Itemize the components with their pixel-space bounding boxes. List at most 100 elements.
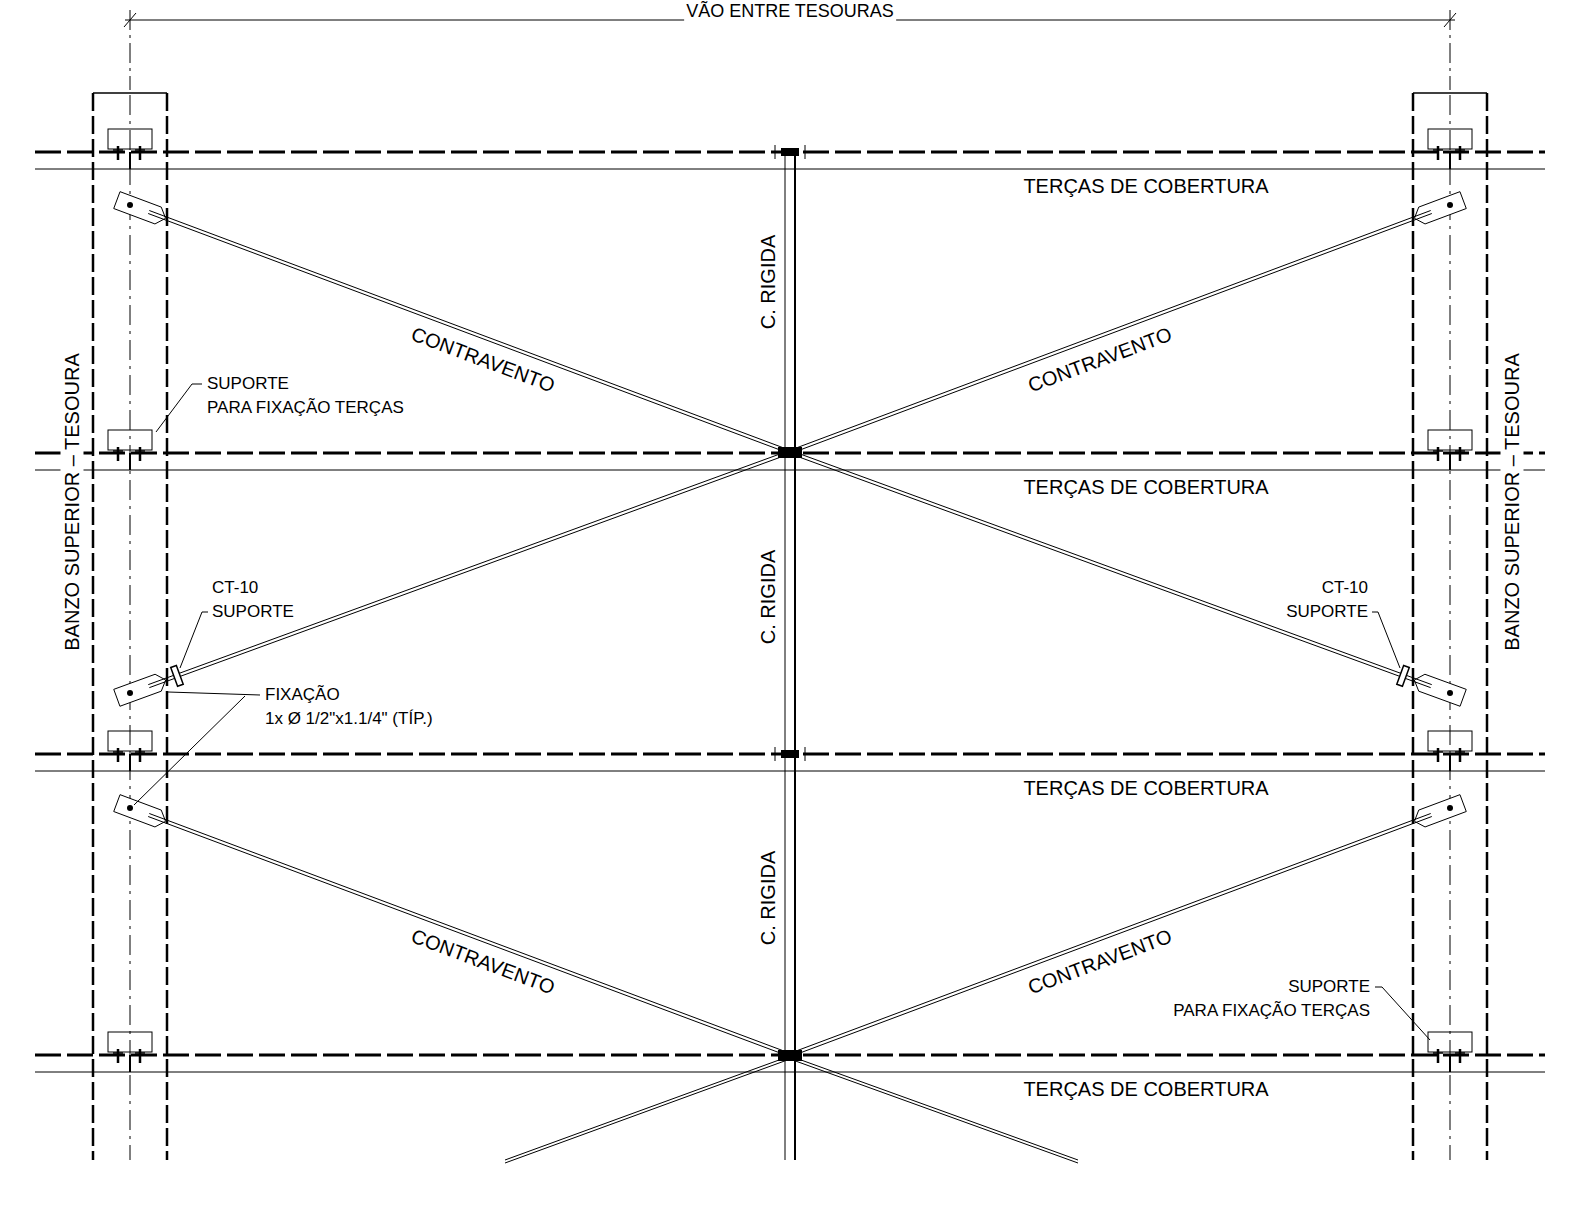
bolt bbox=[139, 146, 142, 160]
bracing-rod bbox=[789, 211, 1430, 451]
bolt-nut bbox=[1433, 1052, 1443, 1054]
purlin-support bbox=[108, 129, 152, 149]
truss-chord-edge bbox=[166, 93, 169, 1160]
bolt bbox=[1437, 1049, 1440, 1063]
bracing-rod bbox=[149, 814, 790, 1054]
support-stem bbox=[129, 453, 131, 470]
support-stem bbox=[1449, 754, 1451, 771]
strut-connection-mark bbox=[805, 747, 806, 761]
gusset-plate bbox=[114, 192, 166, 224]
callout-note: CT-10 SUPORTE bbox=[1286, 578, 1368, 621]
leader-line bbox=[180, 612, 208, 668]
ct10-support bbox=[1397, 665, 1409, 686]
bolt bbox=[117, 447, 120, 461]
bolt bbox=[1437, 748, 1440, 762]
bracing-rod bbox=[790, 1059, 1078, 1163]
bolt bbox=[1459, 1049, 1462, 1063]
bolt bbox=[1447, 690, 1453, 696]
bolt-nut bbox=[113, 450, 123, 452]
purlin-support bbox=[108, 430, 152, 450]
callout-block: FIXAÇÃO 1x Ø 1/2"x1.1/4" (TÍP.) bbox=[265, 683, 495, 731]
bolt-nut bbox=[135, 1052, 145, 1054]
bracing-rod bbox=[505, 1056, 790, 1160]
bolt-nut bbox=[1455, 149, 1465, 151]
leader-line bbox=[156, 384, 202, 432]
callout-block: CT-10 SUPORTE bbox=[1258, 576, 1368, 624]
extension-line bbox=[1450, 10, 1451, 90]
bolt bbox=[1459, 146, 1462, 160]
bracing-rod bbox=[148, 817, 789, 1057]
strut-connection-mark bbox=[775, 747, 776, 761]
bracing-rod bbox=[505, 1059, 790, 1163]
callout-note: SUPORTE PARA FIXAÇÃO TERÇAS bbox=[207, 374, 404, 417]
purlin-support bbox=[108, 1032, 152, 1052]
rigid-strut bbox=[794, 148, 796, 1160]
bracing-rod bbox=[790, 1056, 1078, 1160]
bolt bbox=[127, 690, 133, 696]
bracing-rod bbox=[148, 214, 789, 454]
bolt-nut bbox=[135, 450, 145, 452]
member-name: TERÇAS DE COBERTURA bbox=[1021, 476, 1270, 499]
truss-chord-edge bbox=[92, 93, 95, 1160]
member-name: C. RIGIDA bbox=[757, 849, 780, 947]
strut-connection-mark bbox=[805, 145, 806, 159]
gusset-plate bbox=[1414, 674, 1466, 706]
member-name: TERÇAS DE COBERTURA bbox=[1021, 1078, 1270, 1101]
bracing-rod bbox=[791, 450, 1432, 684]
bolt bbox=[139, 748, 142, 762]
bolt-nut bbox=[1455, 450, 1465, 452]
bolt-nut bbox=[135, 751, 145, 753]
support-stem bbox=[129, 1055, 131, 1072]
bolt bbox=[1447, 805, 1453, 811]
strut-connection-mark bbox=[775, 145, 776, 159]
bolt bbox=[1437, 447, 1440, 461]
strut-connection bbox=[781, 750, 799, 758]
purlin-support bbox=[108, 731, 152, 751]
purlin-edge bbox=[35, 771, 1545, 772]
bolt-nut bbox=[1455, 751, 1465, 753]
bolt bbox=[127, 202, 133, 208]
bolt bbox=[1459, 748, 1462, 762]
support-stem bbox=[129, 754, 131, 771]
line-spacer bbox=[355, 683, 495, 707]
support-stem bbox=[1449, 152, 1451, 169]
purlin-support bbox=[1428, 430, 1472, 450]
bolt bbox=[139, 447, 142, 461]
purlin-edge bbox=[35, 470, 1545, 471]
callout-note: CT-10 SUPORTE bbox=[212, 578, 294, 621]
callout-note: SUPORTE PARA FIXAÇÃO TERÇAS bbox=[1173, 977, 1370, 1020]
member-name: C. RIGIDA bbox=[757, 548, 780, 646]
purlin-support bbox=[1428, 1032, 1472, 1052]
bracing-rod bbox=[791, 817, 1432, 1057]
bolt bbox=[1459, 447, 1462, 461]
gusset-plate bbox=[1414, 192, 1466, 224]
bolt bbox=[127, 805, 133, 811]
bracing-rod bbox=[149, 454, 790, 688]
member-name: CONTRAVENTO bbox=[1023, 322, 1177, 398]
bolt bbox=[1447, 202, 1453, 208]
bracing-rod bbox=[148, 450, 789, 684]
member-name: TERÇAS DE COBERTURA bbox=[1021, 175, 1270, 198]
support-stem bbox=[1449, 453, 1451, 470]
member-name: CONTRAVENTO bbox=[406, 924, 560, 1000]
bolt bbox=[117, 748, 120, 762]
member-name: BANZO SUPERIOR – TESOURA bbox=[1501, 351, 1524, 652]
bracing-rod bbox=[149, 211, 790, 451]
rigid-strut bbox=[785, 148, 786, 1160]
truss-chord-edge bbox=[1486, 93, 1489, 1160]
truss-chord-edge bbox=[1412, 93, 1415, 1160]
bolt bbox=[117, 1049, 120, 1063]
bracing-node bbox=[778, 1050, 802, 1061]
leader-line bbox=[168, 692, 260, 695]
callout-block: CT-10 SUPORTE bbox=[212, 576, 322, 624]
member-name: CONTRAVENTO bbox=[1023, 924, 1177, 1000]
callout-note: FIXAÇÃO 1x Ø 1/2"x1.1/4" (TÍP.) bbox=[265, 685, 433, 728]
bolt-nut bbox=[1455, 1052, 1465, 1054]
member-name: CONTRAVENTO bbox=[406, 322, 560, 398]
truss-chord-end bbox=[1413, 92, 1487, 94]
gusset-plate bbox=[1414, 795, 1466, 827]
member-name: TERÇAS DE COBERTURA bbox=[1021, 777, 1270, 800]
bolt-nut bbox=[113, 149, 123, 151]
drawing bbox=[35, 10, 1545, 1163]
